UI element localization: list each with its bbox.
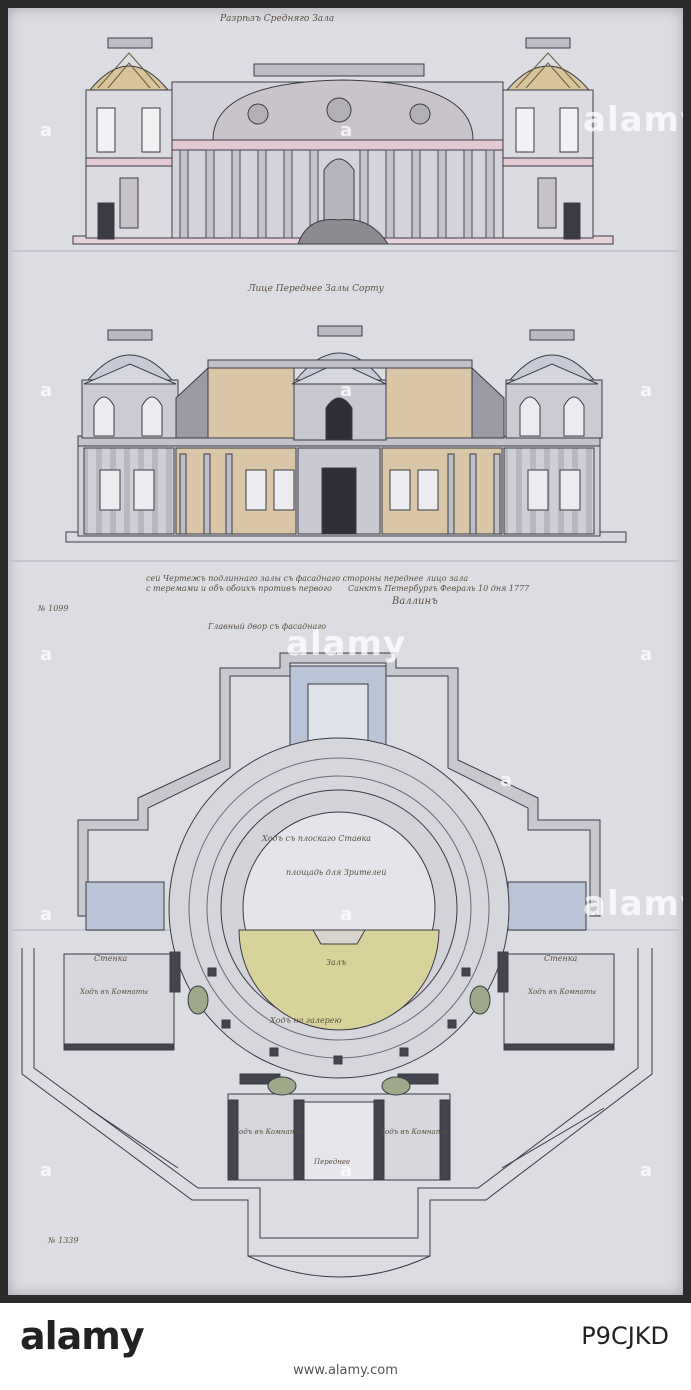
alamy-a-mark: a	[640, 644, 653, 665]
alamy-a-mark: a	[640, 1160, 653, 1181]
note-left: № 1099	[38, 604, 69, 613]
alamy-watermark: alamy	[583, 100, 683, 140]
label-left-room: Стенка	[94, 954, 128, 963]
inscription-line-3: Санктъ Петербургъ Февраль 10 дня 1777	[348, 584, 530, 593]
alamy-a-mark: a	[40, 904, 53, 925]
plan-drawing	[21, 652, 653, 1278]
stock-banner	[0, 1303, 691, 1390]
label-left-desc: Ходъ въ Комнаты	[80, 988, 149, 996]
alamy-a-mark: a	[340, 120, 353, 141]
section-title: Разрѣзъ Средняго Зала	[220, 14, 335, 24]
alamy-watermark: alamy	[583, 884, 683, 924]
elevation-drawing	[65, 325, 627, 543]
alamy-a-mark: a	[340, 1160, 353, 1181]
alamy-a-mark: a	[640, 380, 653, 401]
label-right-room: Стенка	[544, 954, 578, 963]
label-hall: площадь для Зрителей	[286, 868, 387, 877]
elevation-title: Лице Переднее Залы Сорту	[248, 284, 384, 294]
label-stairs: Ходъ съ плоскаго Ставка	[262, 834, 371, 843]
label-bottom-left: Ходъ въ Комнаты	[234, 1128, 303, 1136]
alamy-a-mark: a	[500, 770, 513, 791]
alamy-a-mark: a	[40, 1160, 53, 1181]
alamy-a-mark: a	[40, 120, 53, 141]
alamy-a-mark: a	[40, 380, 53, 401]
label-arena: Залъ	[326, 958, 347, 967]
section-drawing	[72, 37, 614, 245]
inscription-line-1: сей Чертежъ подлиннаго залы съ фасаднаго…	[146, 574, 469, 583]
architectural-drawing-sheet: Разрѣзъ Средняго Зала Лице Переднее Залы…	[8, 8, 683, 1295]
label-gallery: Ходъ на галерею	[270, 1016, 342, 1025]
signature: Валлинъ	[392, 596, 438, 607]
alamy-a-mark: a	[40, 644, 53, 665]
site-url[interactable]: www.alamy.com	[293, 1363, 398, 1378]
note-center: Главный двор съ фасаднаго	[208, 622, 327, 631]
catalog-number: № 1339	[48, 1236, 79, 1245]
label-bottom-center: Переднее	[314, 1158, 351, 1166]
drawing-artwork	[8, 37, 683, 1278]
label-right-desc: Ходъ въ Комнаты	[528, 988, 597, 996]
alamy-watermark: alamy	[286, 624, 407, 664]
alamy-a-mark: a	[340, 904, 353, 925]
alamy-a-mark: a	[340, 380, 353, 401]
image-id: P9CJKD	[581, 1322, 669, 1350]
alamy-logo[interactable]: alamy	[20, 1314, 145, 1358]
inscription-line-2: с теремами и объ обоихъ противъ первого	[146, 584, 332, 593]
label-bottom-right: Ходъ въ Комнаты	[380, 1128, 449, 1136]
